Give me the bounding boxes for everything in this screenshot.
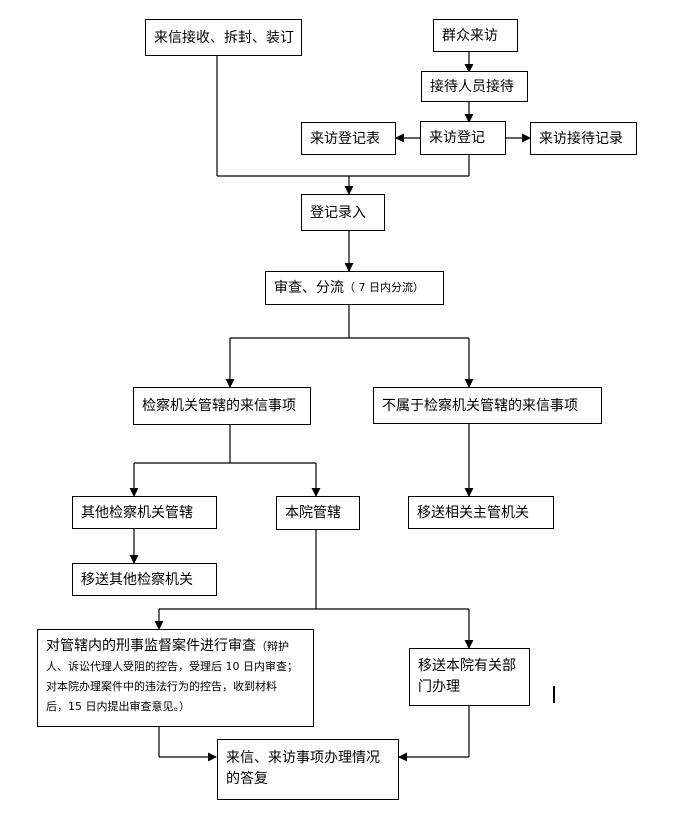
node-visit-register: 来访登记 (420, 121, 506, 155)
node-visit: 群众来访 (433, 19, 518, 52)
node-transfer-other: 移送其他检察机关 (72, 563, 217, 596)
node-register-form: 来访登记表 (301, 122, 396, 155)
text-cursor-mark (553, 686, 555, 703)
node-outside: 不属于检察机关管辖的来信事项 (373, 387, 602, 424)
node-review-case-detail-2: 人、诉讼代理人受阻的控告，受理后 10 日内审查； (46, 660, 298, 673)
node-review-note: （ 7 日内分流） (344, 281, 424, 294)
node-review-case-detail-4: 后，15 日内提出审查意见。） (46, 700, 190, 713)
node-review-case: 对管辖内的刑事监督案件进行审查（辩护 人、诉讼代理人受阻的控告，受理后 10 日… (37, 629, 314, 727)
node-receive: 来信接收、拆封、装订 (145, 19, 302, 56)
node-transfer-competent: 移送相关主管机关 (408, 496, 554, 529)
node-reply: 来信、来访事项办理情况的答复 (217, 739, 399, 800)
node-entry: 登记录入 (301, 194, 385, 231)
node-review-main: 审查、分流 (274, 280, 344, 296)
node-this-court: 本院管辖 (276, 496, 360, 530)
node-review-case-detail-1: （辩护 (256, 640, 289, 653)
node-review: 审查、分流（ 7 日内分流） (265, 271, 444, 305)
node-review-case-main: 对管辖内的刑事监督案件进行审查 (46, 638, 256, 654)
node-within: 检察机关管辖的来信事项 (133, 387, 311, 425)
node-review-case-detail-3: 对本院办理案件中的违法行为的控告，收到材料 (46, 680, 277, 693)
node-transfer-dept: 移送本院有关部门办理 (409, 648, 530, 706)
node-reception-record: 来访接待记录 (530, 122, 637, 155)
node-reception: 接待人员接待 (421, 71, 528, 102)
node-other-org: 其他检察机关管辖 (72, 496, 217, 529)
